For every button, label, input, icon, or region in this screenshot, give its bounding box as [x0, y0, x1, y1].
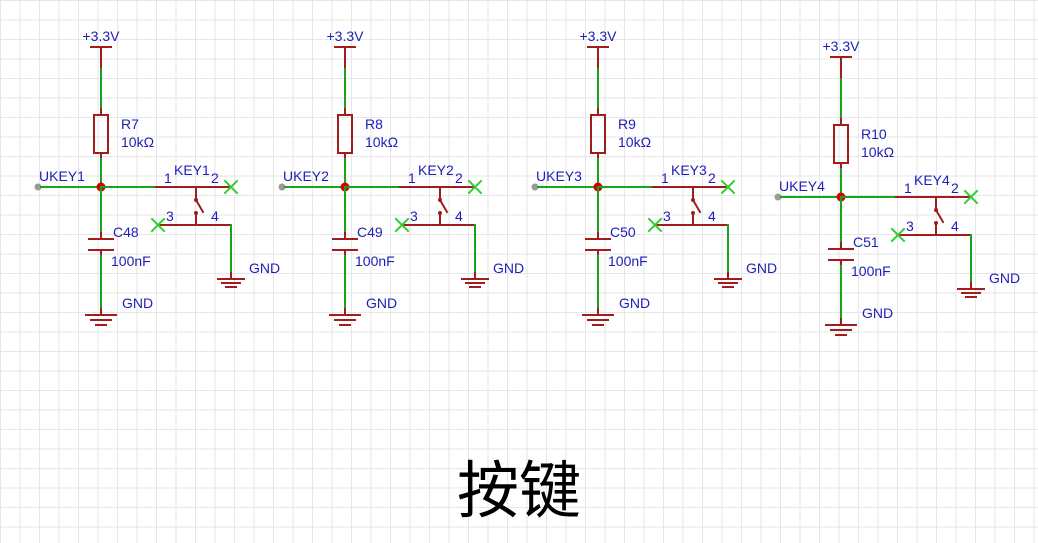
switch-pin-1: 1 — [904, 180, 912, 196]
capacitor-value: 100nF — [355, 253, 395, 269]
switch-ref: KEY4 — [914, 172, 950, 188]
switch-ref: KEY1 — [174, 162, 210, 178]
net-label: UKEY4 — [779, 178, 825, 194]
net-label: UKEY1 — [39, 168, 85, 184]
ground-label: GND — [249, 260, 280, 276]
schematic-title: 按键 — [456, 454, 581, 527]
resistor-ref: R10 — [861, 126, 887, 142]
switch-pin-4: 4 — [708, 208, 716, 224]
capacitor-ref: C51 — [853, 234, 879, 250]
switch-pin-2: 2 — [211, 170, 219, 186]
ground-label: GND — [122, 295, 153, 311]
ground-label: GND — [619, 295, 650, 311]
no-connect-mark — [223, 179, 239, 195]
no-connect-mark — [467, 179, 483, 195]
capacitor-ref: C50 — [610, 224, 636, 240]
no-connect-mark — [394, 217, 410, 233]
ground-label: GND — [366, 295, 397, 311]
resistor-value: 10kΩ — [618, 134, 651, 150]
capacitor-ref: C49 — [357, 224, 383, 240]
resistor-value: 10kΩ — [861, 144, 894, 160]
resistor-value: 10kΩ — [121, 134, 154, 150]
switch-blade — [438, 198, 449, 214]
switch-blade — [194, 198, 205, 214]
power-label: +3.3V — [823, 38, 861, 54]
switch-pin-4: 4 — [455, 208, 463, 224]
resistor-body — [590, 114, 606, 154]
switch-blade — [691, 198, 702, 214]
switch-pin-1: 1 — [408, 170, 416, 186]
ground-label: GND — [989, 270, 1020, 286]
switch-ref: KEY3 — [671, 162, 707, 178]
switch-pin-2: 2 — [951, 180, 959, 196]
switch-pin-4: 4 — [951, 218, 959, 234]
switch-pin-3: 3 — [166, 208, 174, 224]
resistor-body — [337, 114, 353, 154]
no-connect-mark — [647, 217, 663, 233]
switch-pin-1: 1 — [661, 170, 669, 186]
switch-pin-2: 2 — [708, 170, 716, 186]
net-port — [34, 183, 42, 191]
power-label: +3.3V — [327, 28, 365, 44]
switch-pin-3: 3 — [410, 208, 418, 224]
no-connect-mark — [963, 189, 979, 205]
resistor-body — [833, 124, 849, 164]
capacitor-ref: C48 — [113, 224, 139, 240]
resistor-ref: R9 — [618, 116, 636, 132]
net-port — [531, 183, 539, 191]
no-connect-mark — [890, 227, 906, 243]
net-label: UKEY3 — [536, 168, 582, 184]
capacitor-value: 100nF — [111, 253, 151, 269]
capacitor-value: 100nF — [851, 263, 891, 279]
ground-label: GND — [746, 260, 777, 276]
power-label: +3.3V — [580, 28, 618, 44]
net-label: UKEY2 — [283, 168, 329, 184]
resistor-ref: R7 — [121, 116, 139, 132]
switch-pin-3: 3 — [663, 208, 671, 224]
ground-label: GND — [493, 260, 524, 276]
switch-ref: KEY2 — [418, 162, 454, 178]
power-label: +3.3V — [83, 28, 121, 44]
resistor-value: 10kΩ — [365, 134, 398, 150]
ground-label: GND — [862, 305, 893, 321]
switch-pin-3: 3 — [906, 218, 914, 234]
switch-pin-4: 4 — [211, 208, 219, 224]
resistor-ref: R8 — [365, 116, 383, 132]
switch-blade — [934, 208, 945, 224]
no-connect-mark — [720, 179, 736, 195]
net-port — [278, 183, 286, 191]
net-port — [774, 193, 782, 201]
no-connect-mark — [150, 217, 166, 233]
switch-pin-2: 2 — [455, 170, 463, 186]
capacitor-value: 100nF — [608, 253, 648, 269]
switch-pin-1: 1 — [164, 170, 172, 186]
resistor-body — [93, 114, 109, 154]
